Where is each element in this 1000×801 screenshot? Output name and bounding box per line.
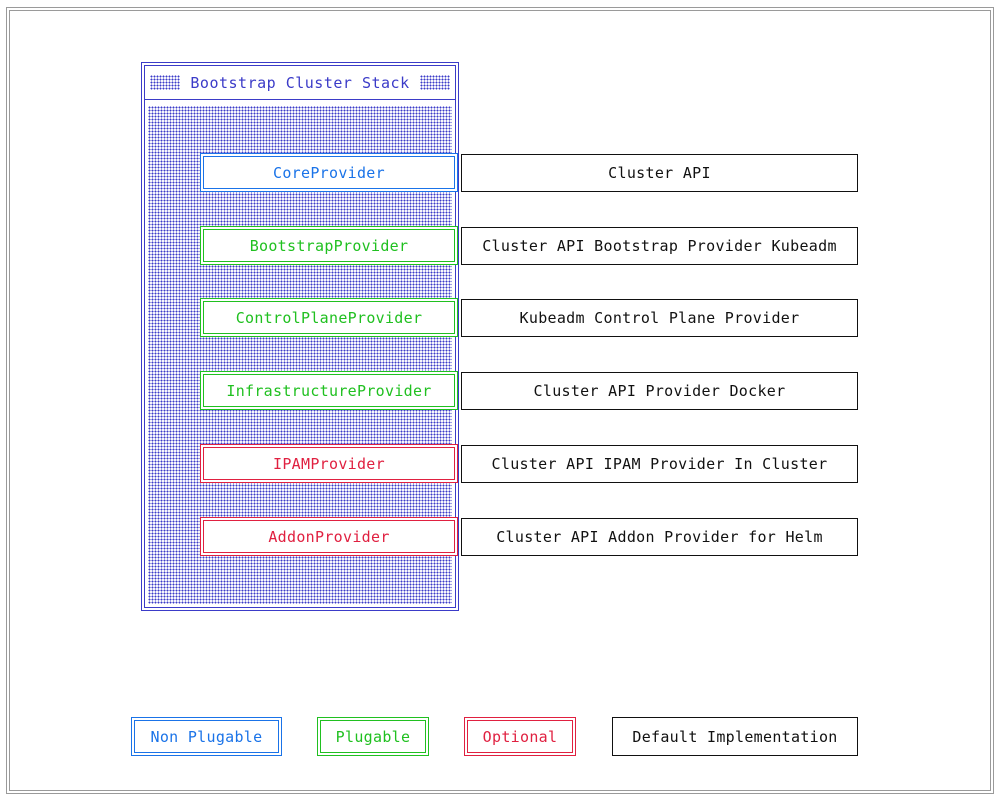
legend-label: Optional — [482, 727, 558, 746]
provider-name: ControlPlaneProvider — [235, 308, 423, 327]
infrastructure-provider-implementation: Cluster API Provider Docker — [461, 372, 858, 410]
core-provider-implementation: Cluster API — [461, 154, 858, 192]
legend-default-implementation: Default Implementation — [612, 717, 858, 756]
diagram-frame — [6, 7, 994, 794]
stack-title: Bootstrap Cluster Stack — [190, 73, 410, 92]
legend-label: Non Plugable — [150, 727, 263, 746]
addon-provider-box: AddonProvider — [200, 517, 458, 556]
implementation-name: Cluster API Provider Docker — [533, 382, 786, 400]
provider-name: BootstrapProvider — [249, 236, 409, 255]
provider-name: AddonProvider — [268, 527, 390, 546]
legend-optional: Optional — [464, 717, 576, 756]
title-hatch-right — [419, 75, 450, 90]
implementation-name: Cluster API Addon Provider for Helm — [496, 528, 823, 546]
provider-name: CoreProvider — [273, 163, 385, 182]
addon-provider-implementation: Cluster API Addon Provider for Helm — [461, 518, 858, 556]
provider-name: InfrastructureProvider — [226, 381, 432, 400]
core-provider-box: CoreProvider — [200, 153, 458, 192]
bootstrap-provider-implementation: Cluster API Bootstrap Provider Kubeadm — [461, 227, 858, 265]
legend-label: Plugable — [335, 727, 411, 746]
stack-title-row: Bootstrap Cluster Stack — [145, 66, 455, 100]
implementation-name: Kubeadm Control Plane Provider — [519, 309, 800, 327]
provider-name: IPAMProvider — [273, 454, 385, 473]
bootstrap-provider-box: BootstrapProvider — [200, 226, 458, 265]
title-hatch-left — [150, 75, 181, 90]
implementation-name: Cluster API Bootstrap Provider Kubeadm — [482, 237, 837, 255]
legend-label: Default Implementation — [632, 727, 838, 746]
ipam-provider-box: IPAMProvider — [200, 444, 458, 483]
legend-plugable: Plugable — [317, 717, 429, 756]
control-plane-provider-implementation: Kubeadm Control Plane Provider — [461, 299, 858, 337]
legend-non-plugable: Non Plugable — [131, 717, 282, 756]
ipam-provider-implementation: Cluster API IPAM Provider In Cluster — [461, 445, 858, 483]
infrastructure-provider-box: InfrastructureProvider — [200, 371, 458, 410]
control-plane-provider-box: ControlPlaneProvider — [200, 298, 458, 337]
implementation-name: Cluster API — [608, 164, 711, 182]
implementation-name: Cluster API IPAM Provider In Cluster — [491, 455, 828, 473]
